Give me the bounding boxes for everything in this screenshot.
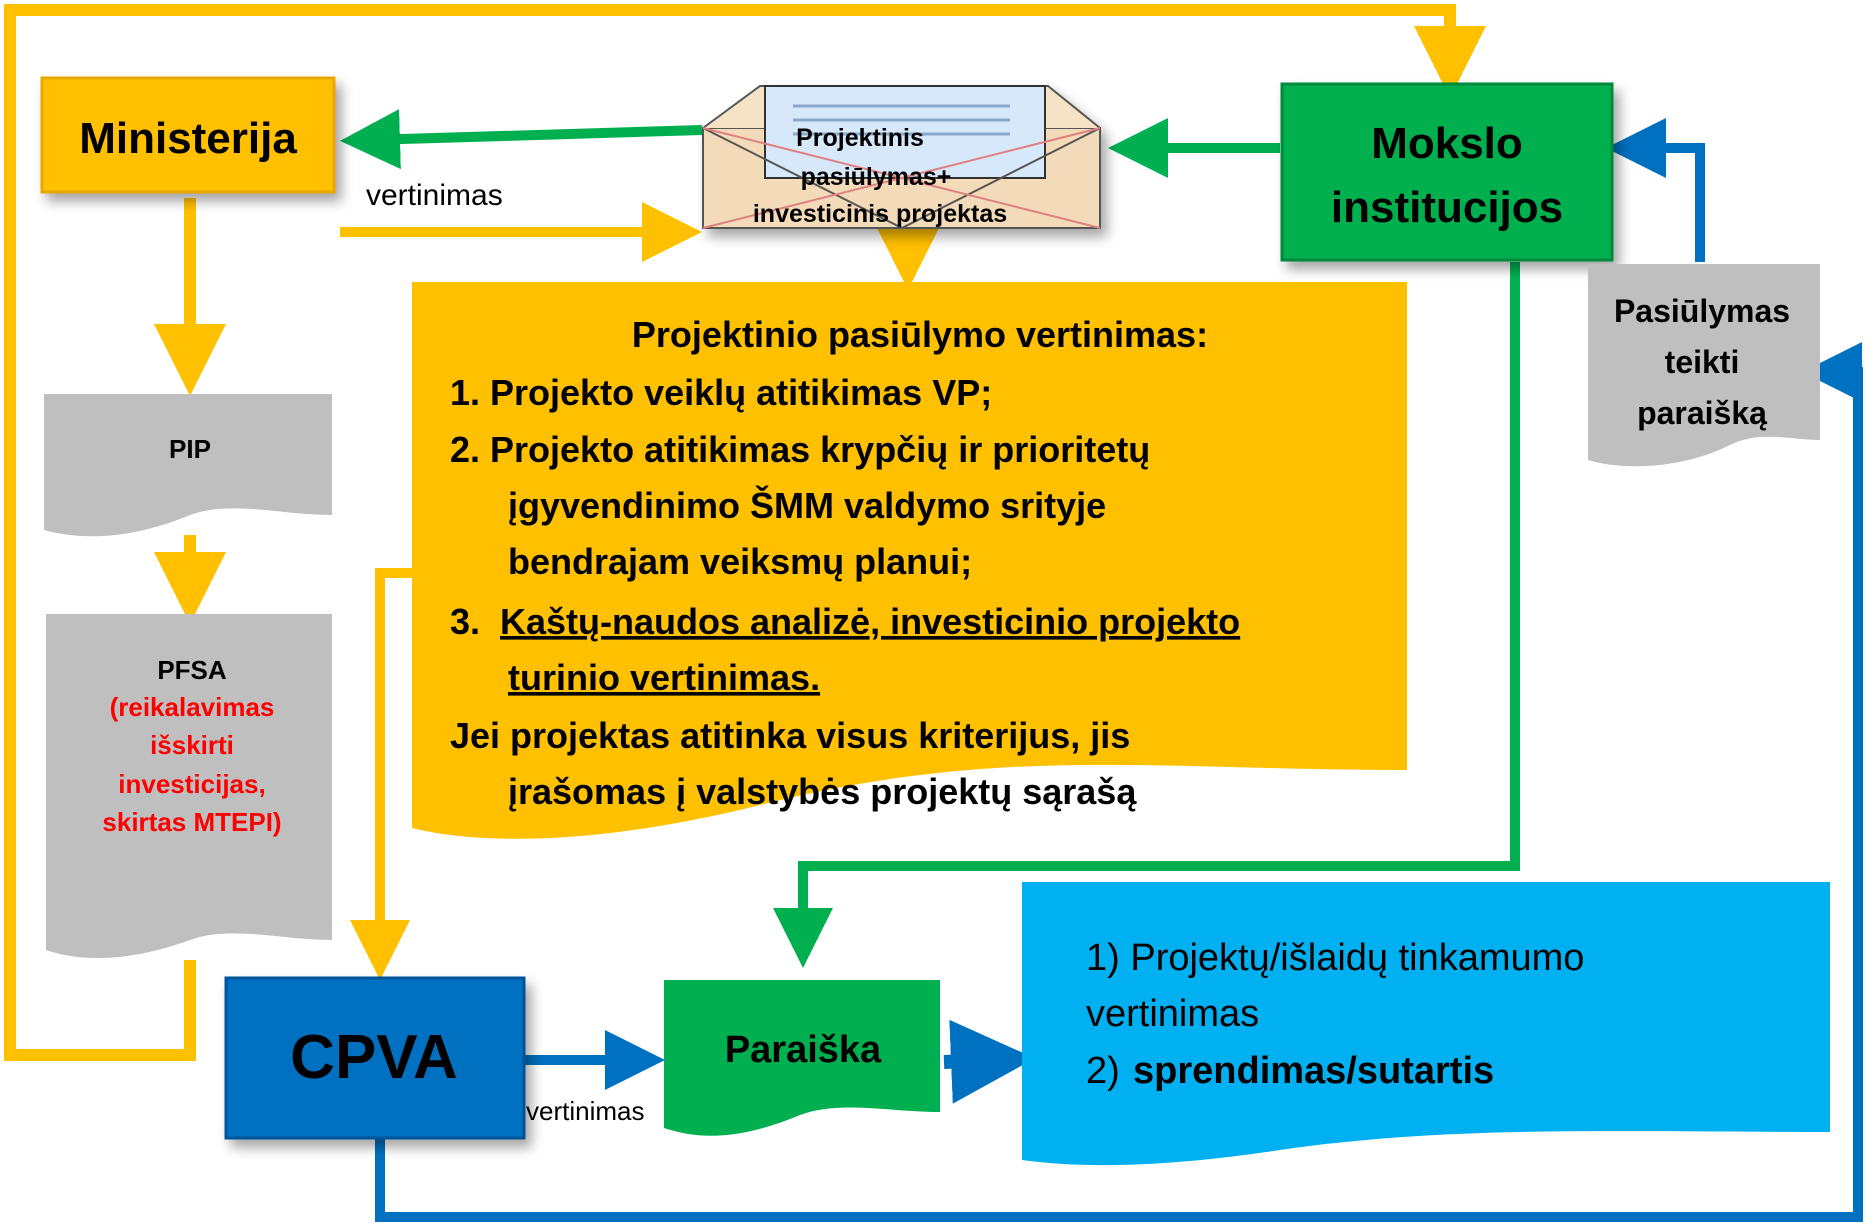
- ministerija-label: Ministerija: [79, 114, 297, 163]
- evaluation-to-cpva-arrow: [350, 568, 412, 980]
- ministerija-node: [40, 76, 336, 194]
- evaluation-title: Projektinio pasiūlymo vertinimas:: [632, 314, 1208, 355]
- evaluation-item-2c: bendrajam veiksmų planui;: [508, 541, 972, 582]
- result-box: [1022, 882, 1830, 1166]
- envelope-to-ministerija-arrow: [340, 109, 703, 170]
- mokslo-label-1: Mokslo: [1371, 119, 1523, 168]
- evaluation-item-2b: įgyvendinimo ŠMM valdymo srityje: [508, 484, 1106, 526]
- pasiulymas-to-mokslo-arrow: [1606, 118, 1705, 262]
- envelope-label-2: pasiūlymas+: [801, 163, 952, 191]
- pasiulymas-label-1: Pasiūlymas: [1614, 293, 1790, 329]
- result-line-3-bold: sprendimas/sutartis: [1133, 1050, 1494, 1092]
- paraiska-label: Paraiška: [725, 1029, 882, 1071]
- result-line-2: vertinimas: [1086, 993, 1259, 1035]
- pasiulymas-node: [1588, 264, 1820, 467]
- pip-label: PIP: [169, 434, 211, 464]
- evaluation-conclusion-1: Jei projektas atitinka visus kriterijus,…: [450, 715, 1130, 756]
- pip-node: [44, 394, 332, 537]
- evaluation-item-2a: 2. Projekto atitikimas krypčių ir priori…: [450, 429, 1150, 470]
- pfsa-title: PFSA: [157, 655, 227, 685]
- yellow-loop-connector: [4, 4, 1486, 1061]
- pfsa-node: [46, 614, 332, 959]
- pfsa-note-4: skirtas MTEPI): [102, 807, 281, 837]
- envelope-label-1: Projektinis: [796, 124, 924, 152]
- evaluation-conclusion-2: įrašomas į valstybės projektų sąrašą: [508, 771, 1137, 812]
- vertinimas-bottom-label: vertinimas: [526, 1096, 644, 1126]
- pasiulymas-label-2: teikti: [1665, 344, 1740, 380]
- evaluation-item-3a: Kaštų-naudos analizė, investicinio proje…: [500, 601, 1240, 642]
- result-line-3-prefix: 2): [1086, 1050, 1120, 1092]
- mokslo-node: [1280, 82, 1614, 262]
- pfsa-note-2: išskirti: [150, 730, 234, 760]
- pasiulymas-label-3: paraišką: [1637, 395, 1767, 431]
- vertinimas-top-label: vertinimas: [366, 179, 503, 212]
- paraiska-node: [664, 980, 940, 1136]
- result-line-1: 1) Projektų/išlaidų tinkamumo: [1086, 937, 1584, 979]
- mokslo-label-2: institucijos: [1331, 183, 1563, 232]
- evaluation-box: [412, 282, 1407, 839]
- evaluation-item-3-prefix: 3.: [450, 601, 480, 642]
- envelope-label-3: investicinis projektas: [753, 200, 1007, 228]
- evaluation-item-3b: turinio vertinimas.: [508, 657, 820, 698]
- paraiska-to-result-arrow: [943, 1019, 1035, 1104]
- pfsa-note-1: (reikalavimas: [110, 692, 275, 722]
- cpva-to-pasiulymas-arrow: [375, 342, 1863, 1222]
- cpva-label: CPVA: [290, 1023, 458, 1092]
- cpva-node: [224, 976, 526, 1140]
- pfsa-note-3: investicijas,: [118, 769, 265, 799]
- envelope-node: [702, 85, 1101, 230]
- evaluation-item-1: 1. Projekto veiklų atitikimas VP;: [450, 372, 992, 413]
- mokslo-to-paraiska-arrow: [773, 262, 1520, 968]
